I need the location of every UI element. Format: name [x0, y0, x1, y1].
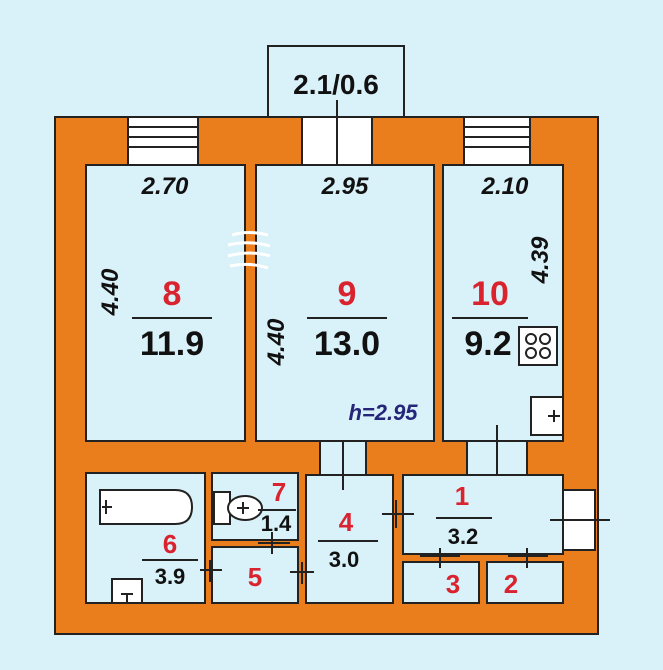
room-3 [402, 561, 480, 604]
room-10-area: 9.2 [464, 325, 511, 363]
door-icon [382, 500, 414, 528]
balcony-door-icon [301, 100, 373, 190]
room-8-length: 4.40 [97, 268, 124, 316]
washbasin-icon [111, 578, 143, 604]
room-8 [85, 164, 246, 442]
doorway-icon [227, 231, 271, 270]
room-1-number: 1 [455, 481, 469, 511]
room-10 [442, 164, 564, 442]
room-6-number: 6 [163, 529, 177, 559]
door-icon [200, 560, 222, 582]
toilet-icon [213, 491, 263, 525]
door-icon [258, 532, 290, 554]
room-2 [486, 561, 564, 604]
door-icon [508, 548, 548, 568]
room-10-width: 2.10 [481, 173, 529, 200]
room-9-length: 4.40 [263, 318, 290, 366]
balcony-label: 2.1/0.6 [293, 69, 379, 100]
room-9 [255, 164, 435, 442]
door-icon [420, 548, 460, 568]
room-2-number: 2 [504, 569, 518, 599]
room-9-width: 2.95 [321, 173, 369, 200]
bathtub-icon [99, 489, 194, 525]
room-6-area: 3.9 [155, 564, 186, 589]
door-icon [319, 440, 367, 490]
room-5 [211, 546, 299, 604]
room-4-area: 3.0 [329, 547, 360, 572]
room-1 [402, 474, 564, 555]
room-5-number: 5 [248, 562, 262, 592]
door-icon [290, 562, 314, 584]
room-4-number: 4 [339, 507, 354, 537]
door-icon [466, 425, 528, 476]
room-3-number: 3 [446, 569, 460, 599]
room-10-number: 10 [471, 275, 509, 313]
room-9-number: 9 [338, 275, 357, 313]
room-4 [305, 474, 394, 604]
window-icon [127, 116, 199, 166]
room-8-area: 11.9 [140, 325, 204, 363]
ceiling-height: h=2.95 [348, 400, 418, 425]
window-icon [463, 116, 531, 166]
sink-icon [530, 396, 564, 436]
door-icon [550, 489, 610, 551]
room-8-width: 2.70 [141, 173, 189, 200]
room-10-length: 4.39 [527, 236, 554, 284]
stove-icon [518, 326, 558, 366]
room-8-number: 8 [163, 275, 182, 313]
room-9-area: 13.0 [314, 325, 380, 363]
room-1-area: 3.2 [448, 524, 479, 549]
room-7-area: 1.4 [261, 511, 292, 536]
room-7-number: 7 [272, 477, 286, 507]
